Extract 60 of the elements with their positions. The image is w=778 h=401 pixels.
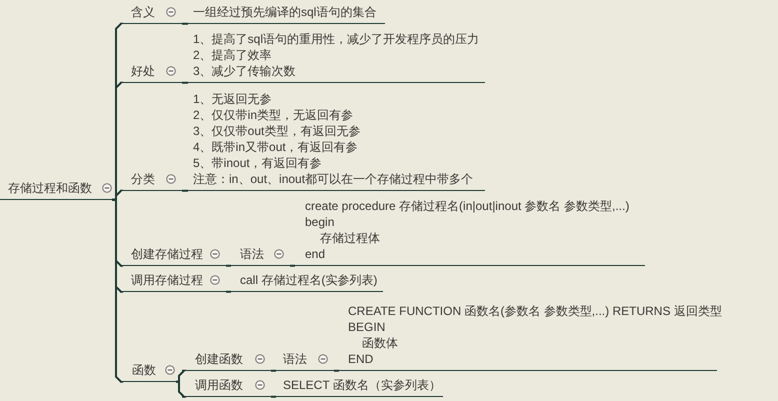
note-text: begin [305,214,336,230]
underlined-topic [276,351,334,371]
connector-line [176,380,186,398]
note-text: 1、提高了sql语句的重用性，减少了开发程序员的压力 [193,31,480,47]
underlined-topic [120,272,226,292]
underlined-topic [188,4,385,24]
note-text: 4、既带in又带out，有返回有参 [193,139,359,155]
connector-line [182,82,188,84]
connector-line [226,264,231,267]
underlined-topic [295,198,645,266]
topic-label: 存储过程和函数 [8,180,92,196]
connector-line [334,370,339,372]
note-text: 2、提高了效率 [193,47,273,63]
underlined-topic [231,246,290,266]
topic-label: 创建函数 [195,351,243,367]
underlined-topic [120,362,176,382]
connector-line [271,396,276,398]
note-text: call 存储过程名(实参列表) [240,272,378,288]
note-text: end [305,246,326,262]
note-text: BEGIN [348,319,386,335]
note-text: CREATE FUNCTION 函数名(参数名 参数类型,...) RETURNS 返回类型 [348,303,722,319]
topic-label: 调用函数 [195,377,243,393]
note-text: 3、仅仅带out类型，有返回无参 [193,123,362,139]
topic-label: 函数 [132,362,156,378]
topic-label: 分类 [131,171,155,187]
note-text: 2、仅仅带in类型，无返回有参 [193,107,354,123]
connector-line [182,190,188,192]
topic-label: 语法 [240,246,264,262]
topic-label: 好处 [131,63,155,79]
note-text: 存储过程体 [319,230,381,246]
note-text: 5、带inout，有返回有参 [193,155,323,171]
topic-label: 含义 [131,4,155,20]
topic-label: 创建存储过程 [131,246,203,262]
underlined-topic [182,351,271,371]
underlined-topic [182,377,271,397]
note-text: 函数体 [361,335,399,351]
underlined-topic [276,377,443,397]
topic-label: 调用存储过程 [131,272,203,288]
underlined-topic [0,180,112,200]
connector-line [112,198,124,383]
note-text: 3、减少了传输次数 [193,63,297,79]
underlined-topic [188,31,485,83]
underlined-topic [120,171,182,191]
note-text: 1、无返回无参 [193,91,273,107]
underlined-topic [120,4,182,24]
topic-label: 语法 [283,351,307,367]
connector-line [271,370,276,372]
underlined-topic [231,272,383,292]
connector-line [290,264,295,267]
underlined-topic [188,91,485,191]
note-text: SELECT 函数名（实参列表） [283,377,441,393]
note-text: 注意：in、out、inout都可以在一个存储过程中带多个 [193,171,474,187]
connector-line [176,370,186,383]
connector-line [226,290,231,293]
note-text: create procedure 存储过程名(in|out|inout 参数名 参数类型,...) [305,198,630,214]
note-text: 一组经过预先编译的sql语句的集合 [193,4,376,20]
underlined-topic [120,63,182,83]
underlined-topic [120,246,226,266]
note-text: END [348,351,374,367]
connector-line [182,22,188,25]
